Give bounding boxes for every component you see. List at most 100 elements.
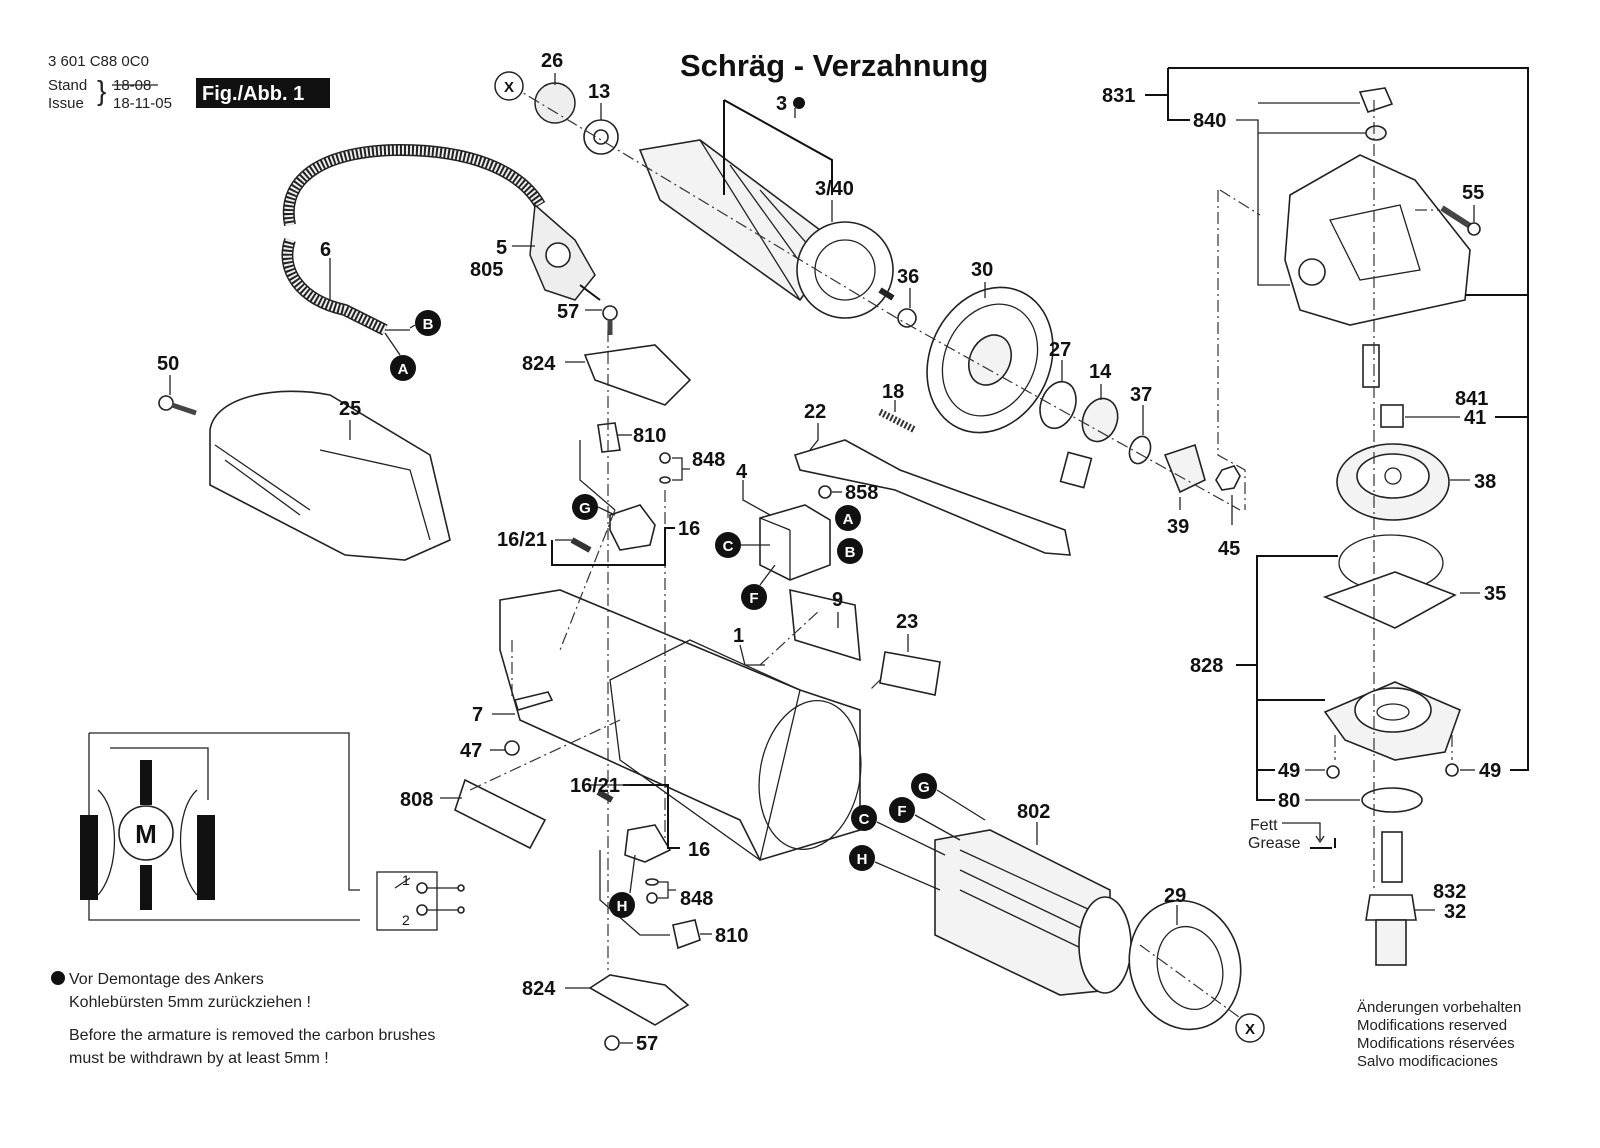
label-810-top: 810 — [633, 425, 666, 447]
note-de-line1: Vor Demontage des Ankers — [69, 971, 264, 988]
badge-h-coil: H — [849, 845, 875, 871]
note-de-line2: Kohlebürsten 5mm zurückziehen ! — [69, 994, 311, 1011]
wiring-schematic: M 1 2 — [80, 732, 465, 931]
field-winding-left — [80, 815, 98, 900]
screw-part-47 — [504, 740, 520, 756]
clip-part-7 — [513, 691, 554, 711]
leader-lines — [169, 67, 1529, 1044]
spring-bottom-part-16-21 — [596, 789, 614, 803]
switch-symbol — [376, 871, 438, 931]
switch-terminal-2: 2 — [402, 912, 410, 928]
svg-text:X: X — [1245, 1021, 1255, 1038]
part-number: 3 601 C88 0C0 — [48, 53, 149, 70]
motor-symbol — [118, 805, 174, 861]
mod-note-de: Änderungen vorbehalten — [1357, 999, 1521, 1016]
assembly-axes — [469, 84, 1453, 1026]
brush-wire-top — [579, 440, 616, 511]
label-16-bottom: 16 — [688, 839, 710, 861]
label-26: 26 — [541, 50, 563, 72]
svg-text:H: H — [857, 851, 868, 868]
needle-bearing-part-41 — [1380, 404, 1404, 428]
grease-label-en: Grease — [1248, 835, 1301, 852]
label-47: 47 — [460, 740, 482, 762]
part-labels: 26 13 3 3/40 6 5 805 50 25 57 824 810 84… — [157, 50, 1506, 1055]
label-805: 805 — [470, 259, 503, 281]
screw-bottom-part-57 — [604, 1035, 620, 1051]
badge-a-cord: A — [390, 355, 416, 381]
rubber-cap-part-840 — [1358, 87, 1394, 113]
armature-note-marker — [793, 97, 805, 109]
label-1: 1 — [733, 625, 744, 647]
motor-label: M — [135, 819, 157, 849]
screw-right-part-49 — [1445, 763, 1459, 777]
switch-terminal-1: 1 — [402, 872, 410, 888]
rear-cover-part-25 — [209, 390, 451, 561]
label-810-bottom: 810 — [715, 925, 748, 947]
svg-text:B: B — [845, 544, 856, 561]
badge-f-switch: F — [741, 584, 767, 610]
svg-text:X: X — [504, 79, 514, 96]
label-plate-part-9 — [789, 588, 861, 662]
label-23: 23 — [896, 611, 918, 633]
spring-top-part-16-21 — [570, 537, 592, 553]
brush-cover-top-part-824 — [583, 344, 692, 406]
badge-g-coil: G — [911, 773, 937, 799]
spring-part-840 — [1365, 125, 1387, 141]
screw-left-part-49 — [1326, 765, 1340, 779]
svg-text:H: H — [617, 898, 628, 915]
spindle-lock-pin — [1362, 344, 1380, 388]
note-bullet — [51, 971, 65, 985]
label-80: 80 — [1278, 790, 1300, 812]
svg-text:C: C — [723, 538, 734, 555]
badge-b-cord: B — [415, 310, 441, 336]
field-coil-part-802 — [934, 829, 1132, 996]
screw-part-55 — [1440, 205, 1481, 236]
screw-part-858 — [818, 485, 832, 499]
label-848-bottom: 848 — [680, 888, 713, 910]
label-6: 6 — [320, 239, 331, 261]
label-35: 35 — [1484, 583, 1506, 605]
label-831: 831 — [1102, 85, 1135, 107]
label-9: 9 — [832, 589, 843, 611]
brush-wire-bottom — [599, 850, 670, 936]
switch-lever-part-22 — [793, 439, 1071, 556]
brush-holder-top-part-16 — [609, 504, 656, 551]
mod-note-fr: Modifications réservées — [1357, 1035, 1515, 1052]
label-808: 808 — [400, 789, 433, 811]
brush-top — [140, 760, 152, 805]
armature-part-3 — [534, 82, 895, 319]
brush-holder-bottom-part-16 — [624, 824, 672, 863]
reference-marker-x-bottom: X — [1235, 1013, 1265, 1043]
label-13: 13 — [588, 81, 610, 103]
label-32: 32 — [1444, 901, 1466, 923]
badge-f-coil: F — [889, 797, 915, 823]
label-3-40: 3/40 — [815, 178, 854, 200]
power-cord-part-6 — [281, 143, 546, 356]
label-29: 29 — [1164, 885, 1186, 907]
plug-part-5 — [529, 203, 601, 301]
label-36: 36 — [897, 266, 919, 288]
label-55: 55 — [1462, 182, 1484, 204]
svg-text:C: C — [859, 811, 870, 828]
vent-cover-part-23 — [879, 651, 941, 696]
field-winding-right — [197, 815, 215, 900]
nut-part-45 — [1215, 465, 1241, 491]
nameplate-part-808 — [454, 778, 547, 850]
figure-label: Fig./Abb. 1 — [202, 83, 304, 105]
badge-c-switch: C — [715, 532, 741, 558]
spring-part-18 — [878, 408, 917, 434]
screw-top-part-57 — [602, 305, 618, 335]
issue-date: 18-11-05 — [113, 95, 172, 112]
label-27: 27 — [1049, 339, 1071, 361]
fan-part-3-40 — [796, 221, 894, 319]
note-en-line1: Before the armature is removed the carbo… — [69, 1027, 435, 1044]
label-50: 50 — [157, 353, 179, 375]
washer-part-80 — [1361, 787, 1423, 813]
label-37: 37 — [1130, 384, 1152, 406]
label-848-top: 848 — [692, 449, 725, 471]
badge-g-top: G — [572, 494, 598, 520]
label-16-21-bottom: 16/21 — [570, 775, 620, 797]
washer-part-37 — [1128, 435, 1152, 465]
bearing-detail — [1059, 451, 1093, 489]
label-22: 22 — [804, 401, 826, 423]
